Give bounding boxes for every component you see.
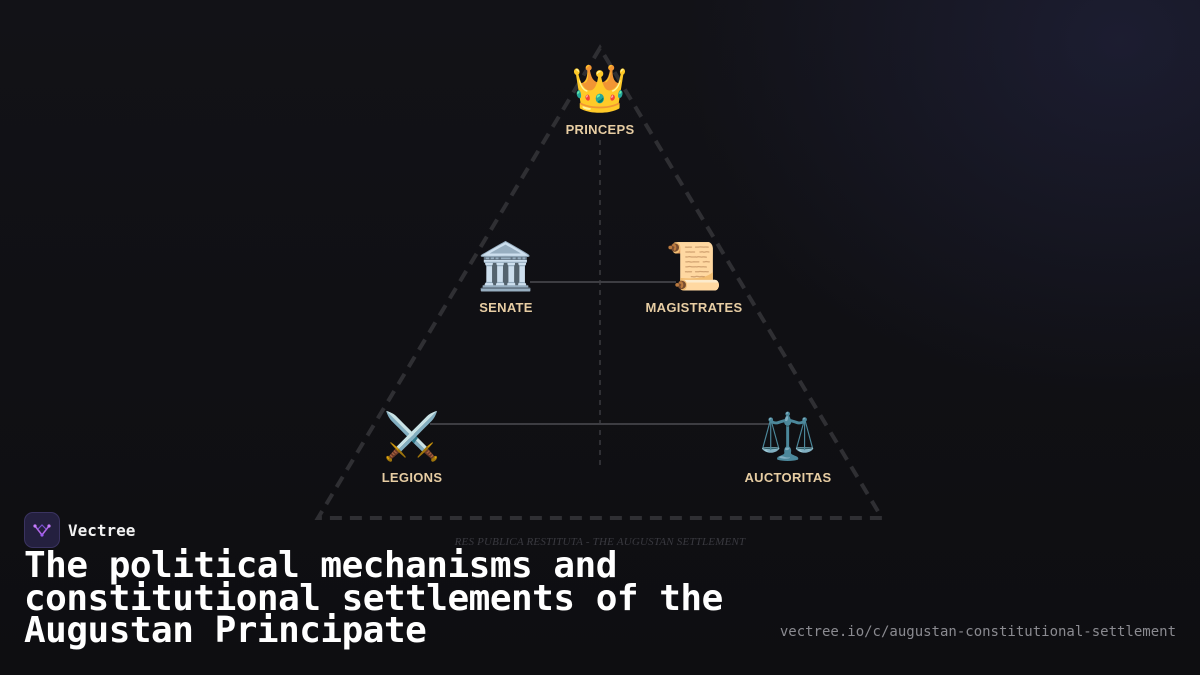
node-magistrates: 📜 MAGISTRATES xyxy=(646,238,743,315)
node-label-auctoritas: AUCTORITAS xyxy=(744,470,832,485)
vectree-logo-icon xyxy=(24,512,60,548)
node-senate: 🏛️ SENATE xyxy=(477,238,534,315)
page-title: The political mechanisms and constitutio… xyxy=(24,545,723,651)
pyramid-outline xyxy=(314,44,886,520)
diagram-caption: RES PUBLICA RESTITUTA - THE AUGUSTAN SET… xyxy=(454,536,746,548)
brand[interactable]: Vectree xyxy=(24,512,135,548)
node-princeps: 👑 PRINCEPS xyxy=(566,60,635,137)
node-label-senate: SENATE xyxy=(479,300,533,315)
balance-scale-icon: ⚖️ xyxy=(759,409,817,463)
crown-icon: 👑 xyxy=(571,61,629,115)
node-label-princeps: PRINCEPS xyxy=(565,122,635,137)
classical-building-icon: 🏛️ xyxy=(477,239,535,293)
source-url[interactable]: vectree.io/c/augustan-constitutional-set… xyxy=(779,624,1176,640)
scroll-icon: 📜 xyxy=(665,239,723,293)
node-auctoritas: ⚖️ AUCTORITAS xyxy=(744,408,831,485)
crossed-swords-icon: ⚔️ xyxy=(383,409,441,463)
node-legions: ⚔️ LEGIONS xyxy=(382,408,443,485)
brand-name: Vectree xyxy=(68,520,136,540)
node-label-magistrates: MAGISTRATES xyxy=(645,300,743,315)
node-label-legions: LEGIONS xyxy=(381,470,443,485)
